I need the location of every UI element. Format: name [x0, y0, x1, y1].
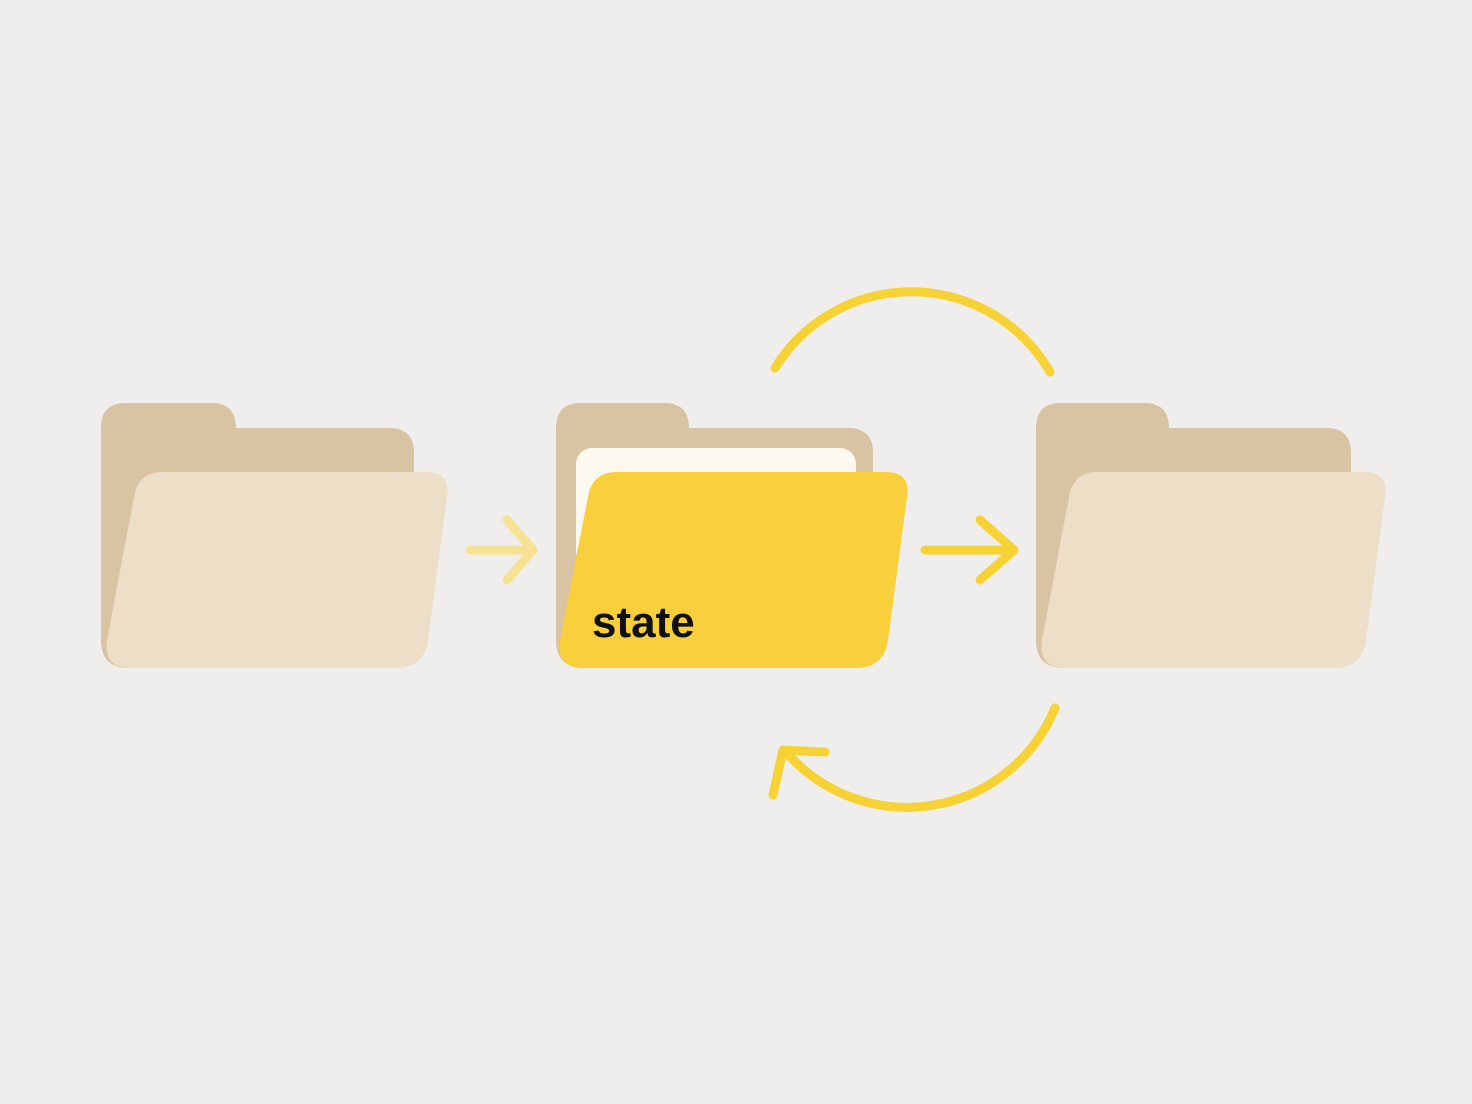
- cycle-arc-bottom: [781, 703, 1060, 812]
- folder-front: [1041, 472, 1386, 668]
- cycle-arc-top: [770, 287, 1055, 377]
- folder-front: [106, 472, 448, 668]
- cycle-arrows: [768, 287, 1060, 812]
- folder-icon-source: [101, 403, 448, 668]
- folder-icon-next: [1036, 403, 1386, 668]
- folder-front: [559, 472, 908, 668]
- cycle-arrow-head: [768, 745, 830, 800]
- arrow-source-to-current: [465, 515, 538, 585]
- arrow-head: [975, 515, 1019, 585]
- folder-label-state: state: [592, 598, 695, 647]
- arrow-head: [502, 515, 538, 585]
- arrow-current-to-next: [920, 515, 1019, 585]
- folder-icon-current: state: [556, 403, 908, 668]
